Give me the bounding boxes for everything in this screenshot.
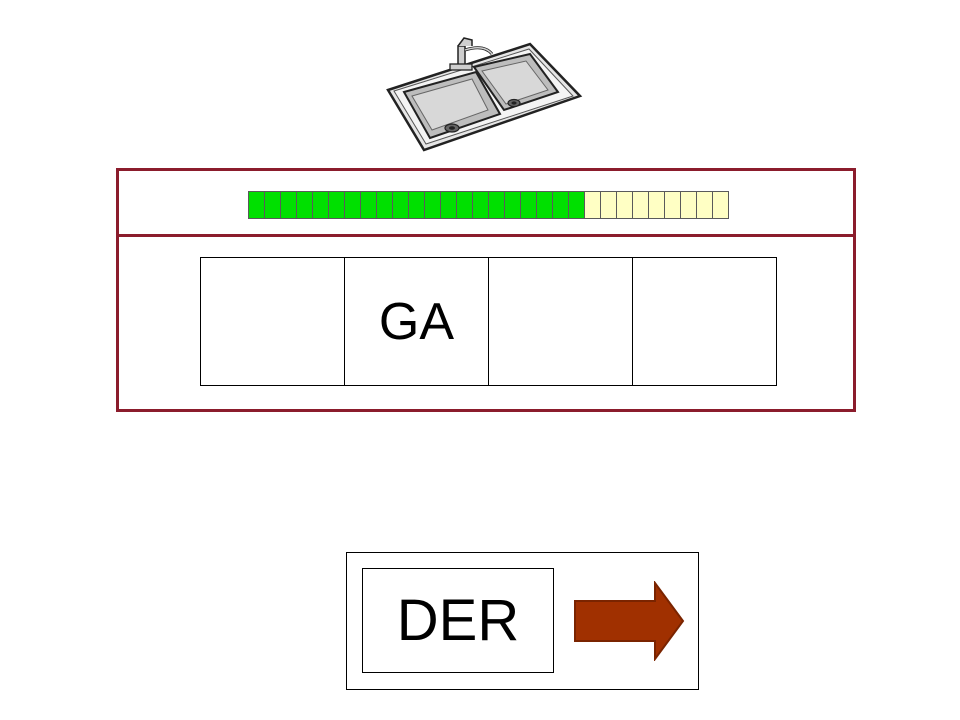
progress-segment-filled (440, 191, 457, 219)
progress-segment-filled (312, 191, 329, 219)
progress-segment-filled (552, 191, 569, 219)
progress-segment-empty (648, 191, 665, 219)
progress-segment-filled (488, 191, 505, 219)
progress-segment-filled (472, 191, 489, 219)
progress-segment-empty (664, 191, 681, 219)
syllable-choice-tile[interactable]: DER (362, 568, 554, 673)
progress-segment-empty (680, 191, 697, 219)
progress-bar (248, 191, 729, 219)
kitchen-sink-icon (386, 37, 583, 152)
progress-segment-filled (296, 191, 313, 219)
answer-panel: DER (346, 552, 699, 690)
progress-segment-filled (392, 191, 409, 219)
syllable-slot-1[interactable] (200, 257, 345, 386)
progress-segment-filled (408, 191, 425, 219)
syllable-slot-4[interactable] (632, 257, 777, 386)
progress-segment-empty (600, 191, 617, 219)
progress-segment-empty (616, 191, 633, 219)
progress-segment-empty (696, 191, 713, 219)
syllable-slot-2[interactable]: GA (344, 257, 489, 386)
progress-segment-filled (536, 191, 553, 219)
progress-segment-empty (712, 191, 729, 219)
progress-segment-filled (456, 191, 473, 219)
progress-segment-filled (328, 191, 345, 219)
word-panel: GA (116, 168, 856, 412)
progress-segment-empty (632, 191, 649, 219)
progress-segment-filled (360, 191, 377, 219)
progress-segment-filled (424, 191, 441, 219)
arrow-right-icon[interactable] (573, 581, 685, 661)
progress-segment-filled (280, 191, 297, 219)
progress-segment-filled (568, 191, 585, 219)
progress-segment-empty (584, 191, 601, 219)
progress-segment-filled (344, 191, 361, 219)
progress-segment-filled (376, 191, 393, 219)
progress-segment-filled (504, 191, 521, 219)
progress-segment-filled (264, 191, 281, 219)
progress-row (119, 171, 853, 237)
syllable-slot-3[interactable] (488, 257, 633, 386)
progress-segment-filled (520, 191, 537, 219)
syllable-slots: GA (200, 257, 777, 386)
progress-segment-filled (248, 191, 265, 219)
